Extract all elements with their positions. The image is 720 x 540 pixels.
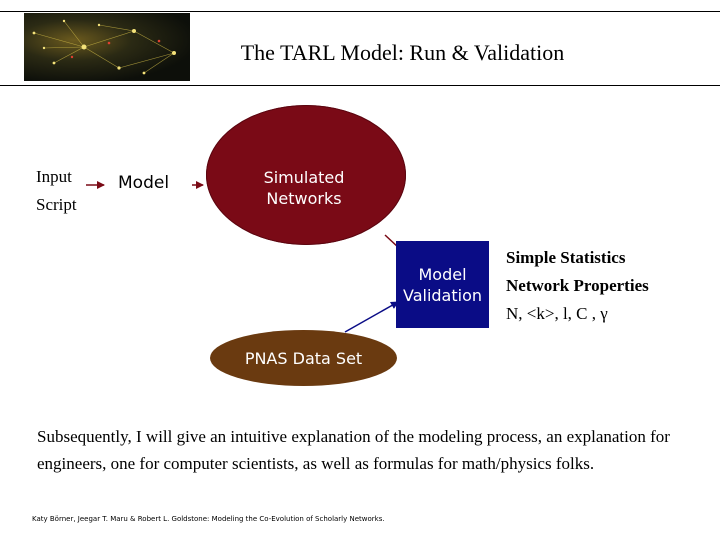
- body-paragraph: Subsequently, I will give an intuitive e…: [37, 427, 670, 473]
- model-node: [107, 145, 192, 229]
- pnas-data-set-label: PNAS Data Set: [244, 349, 363, 368]
- footer-credit: Katy Börner, Jeegar T. Maru & Robert L. …: [32, 515, 385, 523]
- model-validation-label: Model Validation: [396, 264, 489, 306]
- stats-network-properties: Network Properties: [506, 276, 649, 295]
- header-bottom-rule: [0, 85, 720, 86]
- validation-label-line2: Validation: [402, 286, 482, 305]
- input-script-label: Input Script: [36, 163, 96, 219]
- stats-measures: N, <k>, l, C , γ: [506, 304, 608, 323]
- pnas-data-set-node: [210, 330, 397, 386]
- arrow-pnas-to-validation: [344, 301, 399, 333]
- simulated-label-line1: Simulated: [263, 168, 345, 187]
- input-label-line1: Input: [36, 167, 72, 186]
- input-label-line2: Script: [36, 195, 77, 214]
- simulated-networks-node: [206, 105, 406, 245]
- statistics-list: Simple Statistics Network Properties N, …: [506, 244, 706, 328]
- header-top-rule: [0, 11, 720, 12]
- simulated-networks-label: Simulated Networks: [240, 167, 368, 209]
- model-validation-node: [396, 241, 489, 328]
- stats-simple-statistics: Simple Statistics: [506, 248, 626, 267]
- simulated-label-line2: Networks: [266, 189, 342, 208]
- network-visualization-thumbnail: [24, 13, 190, 81]
- slide-title: The TARL Model: Run & Validation: [240, 40, 565, 65]
- validation-label-line1: Model: [418, 265, 467, 284]
- model-node-label: Model: [118, 173, 170, 193]
